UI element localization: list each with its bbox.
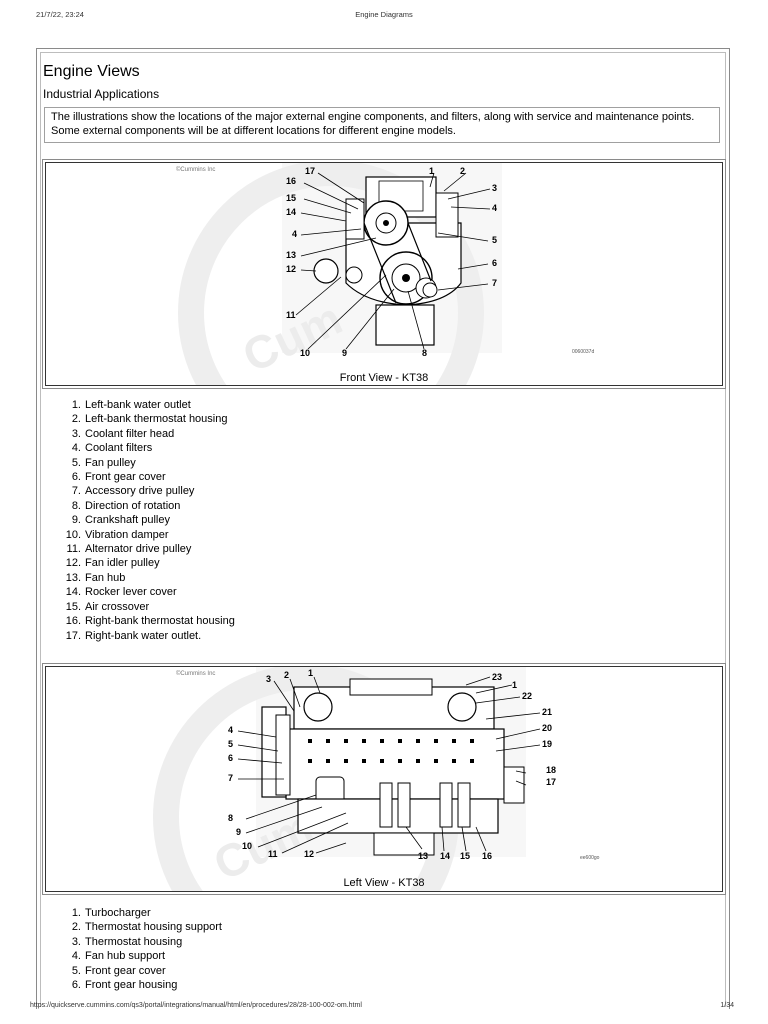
document-frame: Engine Views Industrial Applications The… [36, 48, 730, 1009]
left-callout-10: 10 [242, 841, 252, 851]
front-callout-15: 15 [286, 193, 296, 203]
list-item: 1.Left-bank water outlet [71, 399, 191, 411]
front-callout-17: 17 [305, 166, 315, 176]
print-title: Engine Diagrams [355, 10, 413, 19]
left-callout-14: 14 [440, 851, 450, 861]
print-footer: https://quickserve.cummins.com/qs3/porta… [0, 1002, 768, 1016]
left-view-frame: Cum ©Cummins Inc [45, 666, 723, 892]
list-item: 10.Vibration damper [65, 528, 169, 541]
front-view-figure: Cum ©Cummins Inc [42, 159, 726, 389]
list-item: 11.Alternator drive pulley [66, 543, 192, 556]
front-callout-4-left: 4 [292, 229, 297, 239]
front-callout-5: 5 [492, 235, 497, 245]
list-item: 2.Thermostat housing support [71, 921, 222, 934]
left-callout-17: 17 [546, 777, 556, 787]
left-callout-1: 1 [512, 680, 517, 690]
list-item: 8.Direction of rotation [71, 499, 181, 512]
list-item: 15.Air crossover [65, 600, 150, 613]
front-watermark: ©Cummins Inc [176, 166, 215, 173]
left-callout-9: 9 [236, 827, 241, 837]
front-callout-1: 1 [429, 166, 434, 176]
content-frame: Engine Views Industrial Applications The… [40, 52, 726, 1007]
left-callout-18: 18 [546, 765, 556, 775]
front-callout-9: 9 [342, 348, 347, 358]
left-view-caption: Left View - KT38 [343, 877, 425, 889]
front-callout-10: 10 [300, 348, 310, 358]
left-callout-23: 23 [492, 672, 502, 682]
page-title: Engine Views [43, 63, 140, 80]
left-view-legend: 1.Turbocharger 2.Thermostat housing supp… [53, 906, 222, 992]
list-item: 1.Turbocharger [71, 907, 151, 919]
front-callout-13: 13 [286, 250, 296, 260]
list-item: 6.Front gear cover [71, 471, 166, 484]
front-callout-6: 6 [492, 258, 497, 268]
left-callout-4: 4 [228, 725, 233, 735]
intro-paragraph: The illustrations show the locations of … [44, 107, 720, 143]
left-callout-12: 12 [304, 849, 314, 859]
front-image-code: 0060037d [572, 349, 595, 355]
left-callout-5: 5 [228, 739, 233, 749]
left-callout-7: 7 [228, 773, 233, 783]
left-callout-19: 19 [542, 739, 552, 749]
front-callout-12: 12 [286, 264, 296, 274]
left-callout-2: 2 [284, 670, 289, 680]
print-header: 21/7/22, 23:24 Engine Diagrams [0, 10, 768, 24]
page-subtitle: Industrial Applications [43, 87, 160, 101]
front-callout-11: 11 [286, 310, 296, 320]
print-date: 21/7/22, 23:24 [36, 10, 84, 19]
list-item: 12.Fan idler pulley [65, 557, 160, 570]
list-item: 4.Fan hub support [71, 950, 166, 963]
left-callout-20: 20 [542, 723, 552, 733]
left-callout-22: 22 [522, 691, 532, 701]
print-url: https://quickserve.cummins.com/qs3/porta… [30, 1002, 362, 1009]
list-item: 5.Fan pulley [71, 456, 136, 469]
left-view-illustration: Cum ©Cummins Inc [153, 667, 556, 891]
front-callout-16: 16 [286, 176, 296, 186]
left-callout-1-top: 1 [308, 668, 313, 678]
front-callout-14: 14 [286, 207, 296, 217]
front-callout-8: 8 [422, 348, 427, 358]
list-item: 2.Left-bank thermostat housing [71, 413, 228, 426]
list-item: 4.Coolant filters [71, 442, 153, 455]
left-callout-15: 15 [460, 851, 470, 861]
front-callout-7: 7 [492, 278, 497, 288]
left-callout-16: 16 [482, 851, 492, 861]
front-view-caption: Front View - KT38 [339, 372, 429, 384]
front-callout-4: 4 [492, 203, 497, 213]
page-number: 1/34 [720, 1002, 734, 1009]
front-view-legend: 1.Left-bank water outlet 2.Left-bank the… [53, 398, 235, 643]
list-item: 16.Right-bank thermostat housing [65, 615, 235, 628]
list-item: 3.Coolant filter head [71, 427, 175, 440]
front-view-illustration: Cum ©Cummins Inc [176, 163, 502, 385]
list-item: 3.Thermostat housing [71, 935, 183, 948]
list-item: 17.Right-bank water outlet. [65, 629, 202, 642]
front-callout-3: 3 [492, 183, 497, 193]
left-callout-11: 11 [268, 849, 278, 859]
left-callout-3: 3 [266, 674, 271, 684]
left-callout-21: 21 [542, 707, 552, 717]
left-view-figure: Cum ©Cummins Inc [42, 663, 726, 895]
list-item: 14.Rocker lever cover [65, 586, 177, 599]
list-item: 5.Front gear cover [71, 964, 166, 977]
front-callout-2: 2 [460, 166, 465, 176]
left-callout-6: 6 [228, 753, 233, 763]
list-item: 6.Front gear housing [71, 979, 178, 992]
front-view-frame: Cum ©Cummins Inc [45, 162, 723, 386]
left-callout-13: 13 [418, 851, 428, 861]
list-item: 7.Accessory drive pulley [71, 485, 195, 498]
list-item: 13.Fan hub [65, 571, 126, 584]
left-callout-8: 8 [228, 813, 233, 823]
left-image-code: ee600go [580, 855, 600, 861]
list-item: 9.Crankshaft pulley [71, 514, 170, 527]
left-watermark: ©Cummins Inc [176, 670, 215, 677]
